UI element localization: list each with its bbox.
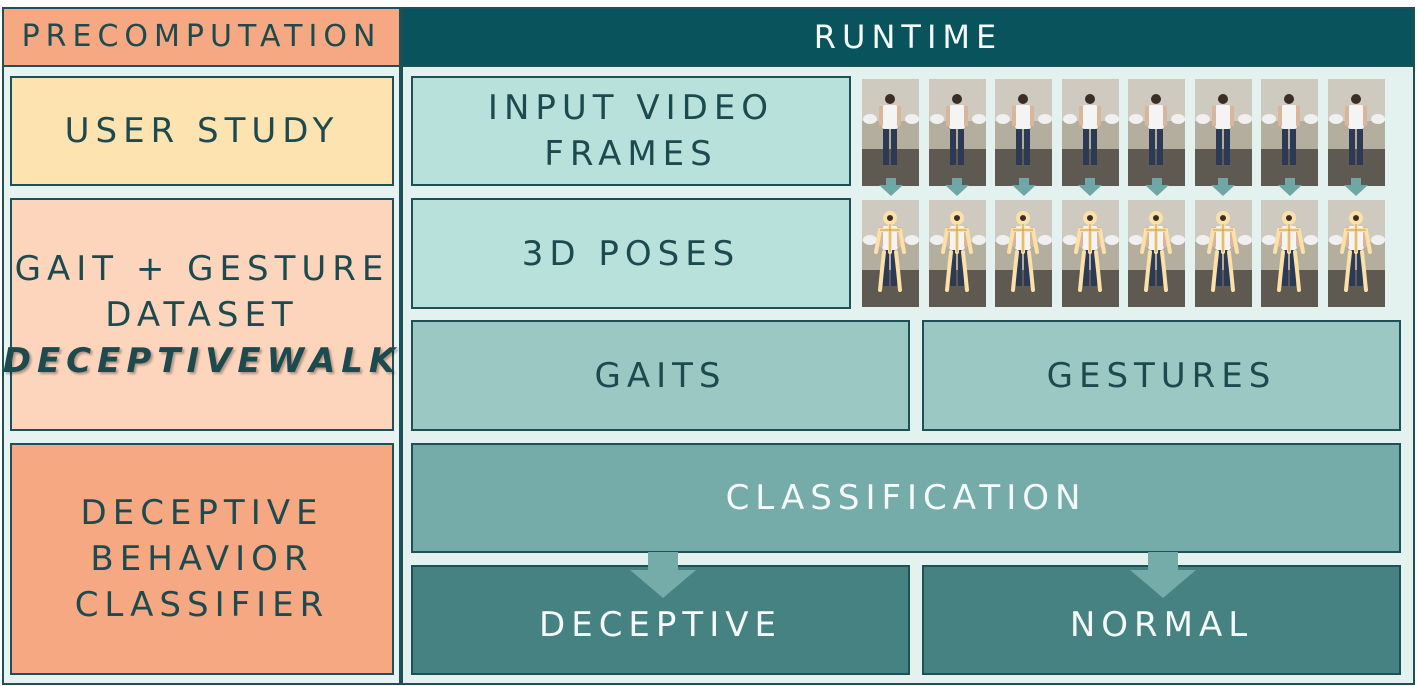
dataset-label-line2: DATASET [105, 294, 299, 335]
video-frame-thumbnail [1128, 79, 1185, 186]
poses-box: 3D POSES [411, 198, 851, 309]
frame-down-arrow [1078, 178, 1102, 196]
input-frames-label-line1: INPUT VIDEO [487, 88, 775, 128]
video-frame-thumbnail [995, 79, 1052, 186]
pose-frame-thumbnail [1128, 200, 1185, 307]
user-study-label: USER STUDY [64, 111, 340, 151]
video-frame-thumbnail [1327, 79, 1385, 186]
arrow-to-deceptive [630, 552, 696, 598]
classifier-label-line2: BEHAVIOR [90, 539, 314, 579]
frame-down-arrow [1144, 178, 1169, 196]
frame-down-arrow [1277, 178, 1302, 196]
pose-frame-thumbnail [995, 200, 1052, 307]
dataset-box: GAIT + GESTURE DATASET DECEPTIVEWALK [3, 198, 395, 431]
video-frame-thumbnail [928, 79, 986, 186]
user-study-box: USER STUDY [10, 76, 394, 186]
video-frame-thumbnail [1194, 79, 1252, 186]
frame-down-arrow [1344, 178, 1368, 196]
pose-frame-thumbnail [928, 200, 986, 307]
frame-down-arrow [945, 178, 969, 196]
precomputation-header-text: PRECOMPUTATION [21, 19, 382, 54]
dataset-name: DECEPTIVEWALK [2, 340, 402, 381]
gestures-label: GESTURES [1046, 355, 1277, 396]
classification-label: CLASSIFICATION [725, 478, 1087, 518]
pose-frame-thumbnail [1261, 200, 1318, 307]
pose-frame-thumbnail [1061, 200, 1119, 307]
classification-box: CLASSIFICATION [411, 443, 1401, 553]
classifier-label-line1: DECEPTIVE [80, 493, 324, 533]
deceptive-output-label: DECEPTIVE [539, 605, 782, 645]
pose-frame-thumbnail [862, 200, 919, 307]
dataset-label-line1: GAIT + GESTURE [14, 248, 390, 289]
poses-label: 3D POSES [521, 233, 741, 274]
gestures-box: GESTURES [922, 320, 1401, 431]
arrow-to-normal [1130, 552, 1196, 598]
precomputation-header: PRECOMPUTATION [2, 7, 401, 67]
gaits-box: GAITS [411, 320, 910, 431]
classifier-label-line3: CLASSIFIER [74, 585, 330, 625]
frame-down-arrow [878, 178, 903, 196]
pose-frame-thumbnail [1327, 200, 1385, 307]
frame-down-arrow [1211, 178, 1235, 196]
input-frames-label-line2: FRAMES [544, 134, 718, 174]
video-frame-thumbnail [862, 79, 919, 186]
runtime-header: RUNTIME [401, 7, 1415, 67]
normal-output-label: NORMAL [1069, 605, 1254, 645]
input-frames-box: INPUT VIDEO FRAMES [411, 76, 851, 186]
gaits-label: GAITS [594, 355, 727, 396]
pose-frame-thumbnail [1194, 200, 1252, 307]
video-frame-thumbnail [1061, 79, 1119, 186]
normal-output-box: NORMAL [922, 565, 1401, 675]
frame-down-arrow [1011, 178, 1036, 196]
video-frame-thumbnail [1261, 79, 1318, 186]
classifier-box: DECEPTIVE BEHAVIOR CLASSIFIER [10, 443, 394, 675]
runtime-header-text: RUNTIME [813, 18, 1003, 56]
